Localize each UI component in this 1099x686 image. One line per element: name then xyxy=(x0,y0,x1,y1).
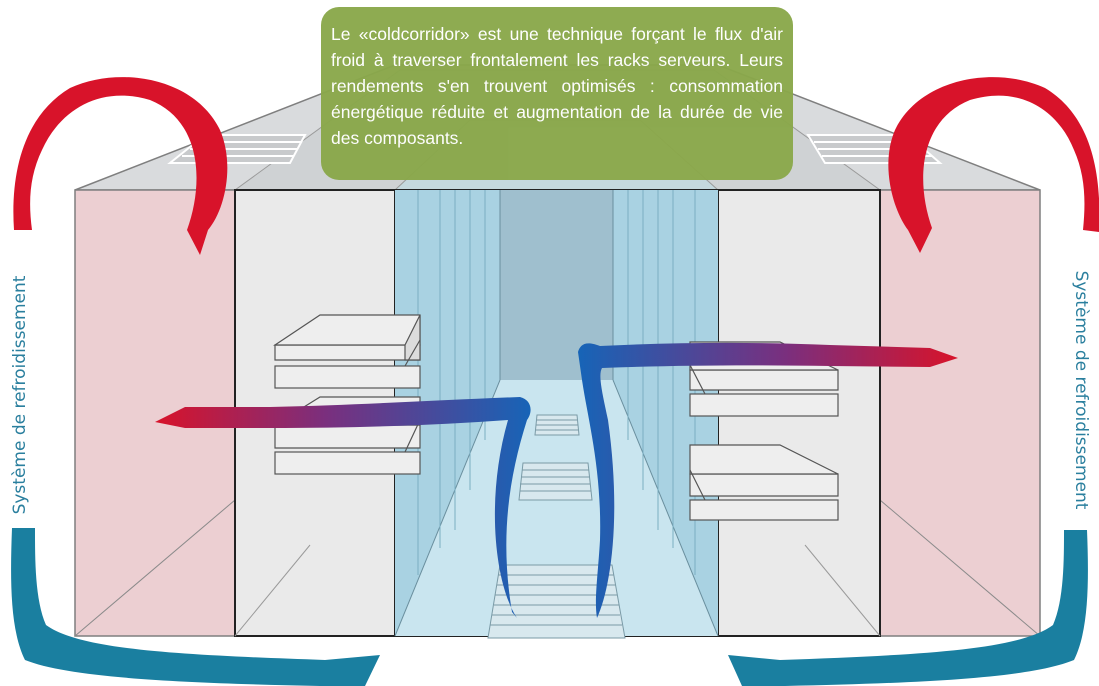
floor-vent-grille xyxy=(487,564,626,639)
air-flow-left-arrow xyxy=(155,397,531,618)
callout-box: Le «coldcorridor» est une technique forç… xyxy=(321,7,793,180)
return-air-arrow-right xyxy=(728,530,1088,686)
right-side-wall xyxy=(879,189,1041,637)
cooling-system-label-left: Système de refroidissement xyxy=(10,275,30,515)
server-unit xyxy=(273,314,421,389)
return-air-arrow-left xyxy=(11,528,380,686)
floor-vent-grille xyxy=(534,414,580,436)
floor-vent-grille xyxy=(518,462,593,501)
cooling-system-label-right: Système de refroidissement xyxy=(1071,270,1091,510)
callout-text: Le «coldcorridor» est une technique forç… xyxy=(331,24,783,148)
server-unit xyxy=(689,444,839,521)
